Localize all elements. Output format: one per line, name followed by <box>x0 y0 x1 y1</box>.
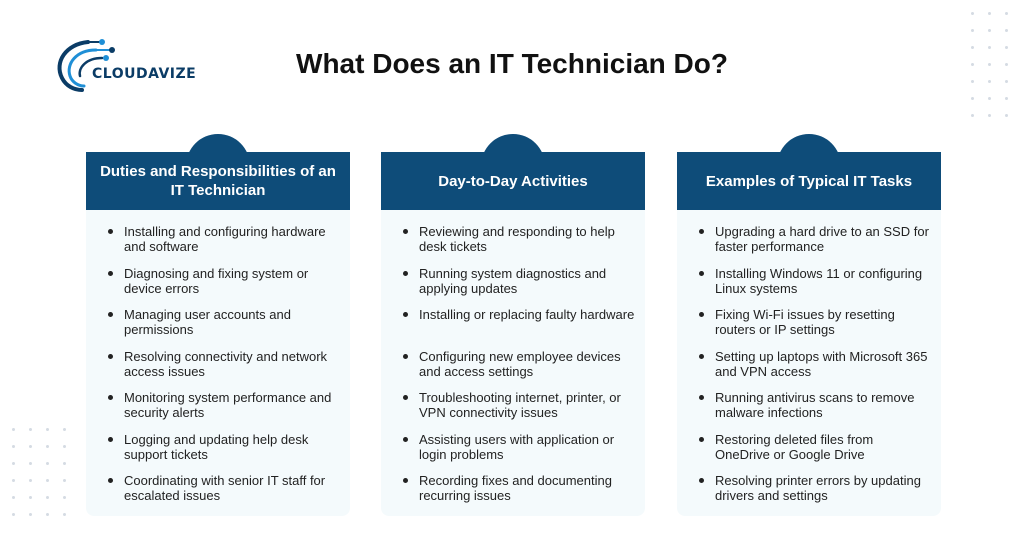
card-body: Upgrading a hard drive to an SSD for fas… <box>677 210 941 516</box>
card-duties: Duties and Responsibilities of an IT Tec… <box>86 134 350 516</box>
decorative-dot-grid-bottom-left <box>12 428 66 516</box>
cloudavize-logo: CLOUDAVIZE <box>52 36 202 96</box>
list-item: Monitoring system performance and securi… <box>108 390 340 420</box>
list-item: Reviewing and responding to help desk ti… <box>403 224 635 254</box>
page-title: What Does an IT Technician Do? <box>296 48 728 79</box>
list-item: Managing user accounts and permissions <box>108 307 340 337</box>
list-item: Logging and updating help desk support t… <box>108 432 340 462</box>
bullet-list: Reviewing and responding to help desk ti… <box>381 210 645 503</box>
card-body: Installing and configuring hardware and … <box>86 210 350 516</box>
decorative-dot-grid-top-right <box>971 12 1008 117</box>
list-item: Running system diagnostics and applying … <box>403 266 635 296</box>
list-item: Resolving printer errors by updating dri… <box>699 473 931 503</box>
list-item: Resolving connectivity and network acces… <box>108 349 340 379</box>
card-heading: Day-to-Day Activities <box>381 152 645 210</box>
list-item: Installing or replacing faulty hardware <box>403 307 635 337</box>
list-item: Restoring deleted files from OneDrive or… <box>699 432 931 462</box>
list-item: Installing Windows 11 or configuring Lin… <box>699 266 931 296</box>
logo-wordmark: CLOUDAVIZE <box>92 66 197 82</box>
list-item: Diagnosing and fixing system or device e… <box>108 266 340 296</box>
card-heading: Duties and Responsibilities of an IT Tec… <box>86 152 350 210</box>
card-body: Reviewing and responding to help desk ti… <box>381 210 645 516</box>
card-heading: Examples of Typical IT Tasks <box>677 152 941 210</box>
list-item: Fixing Wi-Fi issues by resetting routers… <box>699 307 931 337</box>
list-item: Assisting users with application or logi… <box>403 432 635 462</box>
list-item: Installing and configuring hardware and … <box>108 224 340 254</box>
bullet-list: Upgrading a hard drive to an SSD for fas… <box>677 210 941 503</box>
list-item: Coordinating with senior IT staff for es… <box>108 473 340 503</box>
card-examples: Examples of Typical IT Tasks Upgrading a… <box>677 134 941 516</box>
list-item: Running antivirus scans to remove malwar… <box>699 390 931 420</box>
list-item: Recording fixes and documenting recurrin… <box>403 473 635 503</box>
card-day-to-day: Day-to-Day Activities Reviewing and resp… <box>381 134 645 516</box>
list-item: Configuring new employee devices and acc… <box>403 349 635 379</box>
bullet-list: Installing and configuring hardware and … <box>86 210 350 503</box>
list-item: Troubleshooting internet, printer, or VP… <box>403 390 635 420</box>
logo-swoosh-icon <box>57 39 115 92</box>
list-item: Upgrading a hard drive to an SSD for fas… <box>699 224 931 254</box>
list-item: Setting up laptops with Microsoft 365 an… <box>699 349 931 379</box>
